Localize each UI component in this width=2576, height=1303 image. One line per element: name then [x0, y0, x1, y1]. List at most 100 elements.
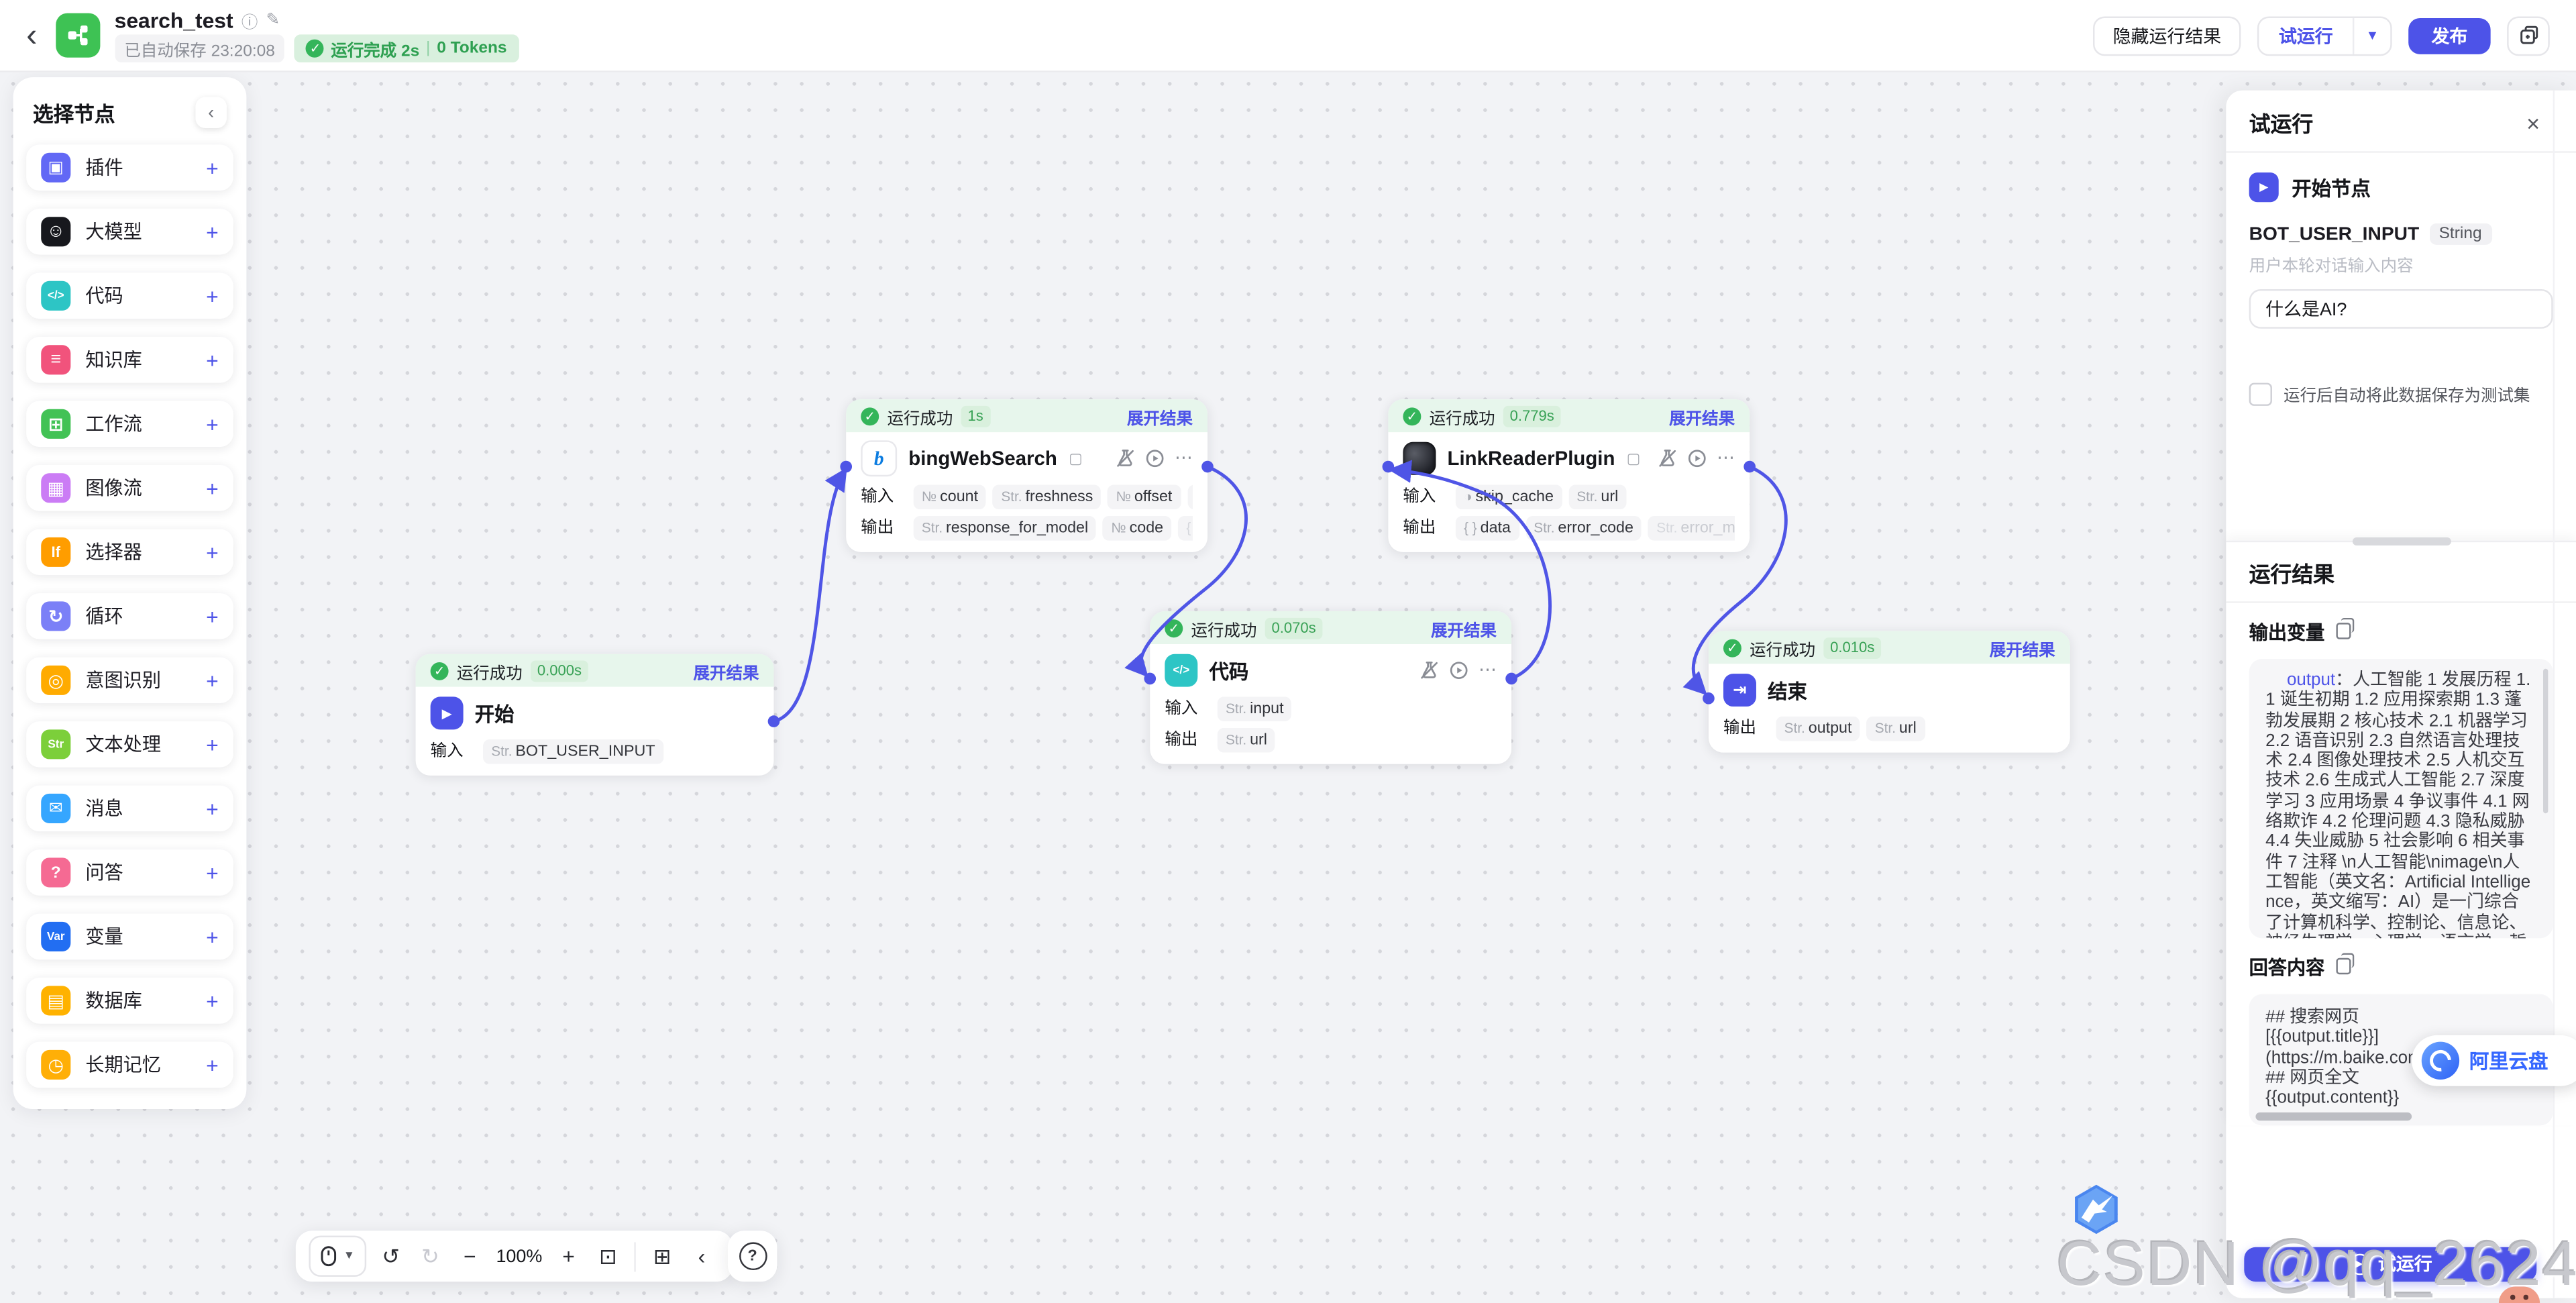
param-pill[interactable]: Str.output [1776, 716, 1860, 741]
sidebar-item-message[interactable]: ✉ 消息 + [26, 785, 233, 832]
info-icon[interactable]: ⓘ [241, 15, 258, 33]
help-button[interactable]: ? [727, 1231, 777, 1282]
add-node-icon[interactable]: + [206, 988, 219, 1013]
sidebar-item-selector[interactable]: If 选择器 + [26, 529, 233, 576]
add-node-icon[interactable]: + [206, 283, 219, 309]
add-node-icon[interactable]: + [206, 155, 219, 180]
collapse-palette-button[interactable]: ‹ [195, 97, 227, 129]
param-pill[interactable]: Str.query [1187, 484, 1193, 510]
more-actions-icon[interactable]: ⋯ [1479, 660, 1497, 680]
param-pill[interactable]: Str.error_msg [1648, 515, 1735, 541]
param-pill[interactable]: ◑skip_cache [1455, 484, 1562, 510]
horizontal-scrollbar[interactable] [2255, 1112, 2412, 1121]
mouse-mode-dropdown[interactable]: ▼ [309, 1235, 366, 1277]
thunder-app-icon[interactable] [2072, 1183, 2121, 1235]
resize-handle[interactable] [2351, 537, 2451, 546]
sidebar-item-variable[interactable]: Var 变量 + [26, 913, 233, 960]
add-node-icon[interactable]: + [206, 1052, 219, 1078]
expand-result-link[interactable]: 展开结果 [1989, 641, 2055, 660]
copy-icon[interactable] [2336, 953, 2355, 975]
node-title: bingWebSearch [908, 447, 1057, 470]
vertical-scrollbar[interactable] [2542, 668, 2548, 814]
param-pill[interactable]: Str.input [1217, 696, 1292, 722]
add-node-icon[interactable]: + [206, 860, 219, 885]
add-node-icon[interactable]: + [206, 604, 219, 629]
run-node-icon[interactable] [1449, 660, 1468, 680]
add-node-icon[interactable]: + [206, 347, 219, 372]
sidebar-item-knowledge[interactable]: ≡ 知识库 + [26, 337, 233, 383]
node-LinkReaderPlugin[interactable]: ✓ 运行成功 0.779s 展开结果 LinkReaderPlugin ▢ ⋯ … [1388, 399, 1750, 552]
zoom-out-icon[interactable]: − [463, 1243, 476, 1269]
param-pill[interactable]: Str.url [1866, 716, 1925, 741]
sidebar-item-workflow[interactable]: ⊞ 工作流 + [26, 401, 233, 448]
fit-view-icon[interactable]: ⊡ [598, 1243, 617, 1268]
run-button[interactable]: ▶ 试运行 [2244, 1246, 2537, 1281]
hide-results-button[interactable]: 隐藏运行结果 [2093, 15, 2241, 56]
layout-icon[interactable]: ⊞ [653, 1243, 672, 1268]
sidebar-item-plugin[interactable]: ▣ 插件 + [26, 144, 233, 191]
undo-icon[interactable]: ↺ [382, 1243, 400, 1268]
run-node-icon[interactable] [1687, 449, 1707, 468]
output-variable-box[interactable]: output：人工智能 1 发展历程 1.1 诞生初期 1.2 应用探索期 1.… [2249, 659, 2553, 939]
expand-result-link[interactable]: 展开结果 [1431, 621, 1497, 640]
add-node-icon[interactable]: + [206, 475, 219, 501]
more-actions-icon[interactable]: ⋯ [1717, 448, 1735, 468]
add-node-icon[interactable]: + [206, 539, 219, 565]
run-node-icon[interactable] [1145, 449, 1165, 468]
edit-icon[interactable]: ✎ [266, 11, 280, 30]
sidebar-item-intent[interactable]: ◎ 意图识别 + [26, 657, 233, 704]
copy-icon[interactable] [2336, 617, 2355, 639]
param-pill[interactable]: Str.response_for_model [913, 515, 1097, 541]
bot-user-input-field[interactable]: 什么是AI? [2249, 289, 2553, 329]
add-node-icon[interactable]: + [206, 219, 219, 244]
save-testset-checkbox[interactable] [2249, 382, 2272, 405]
add-node-icon[interactable]: + [206, 796, 219, 821]
expand-result-link[interactable]: 展开结果 [693, 664, 759, 683]
sidebar-item-database[interactable]: ▤ 数据库 + [26, 978, 233, 1024]
duplicate-icon-button[interactable] [2507, 15, 2550, 56]
redo-icon[interactable]: ↻ [421, 1243, 439, 1268]
sidebar-item-code[interactable]: </> 代码 + [26, 272, 233, 319]
more-actions-icon[interactable]: ⋯ [1175, 448, 1193, 468]
add-node-icon[interactable]: + [206, 924, 219, 949]
close-icon[interactable]: × [2526, 109, 2540, 136]
param-pill[interactable]: Str.url [1217, 727, 1276, 753]
tryrun-button[interactable]: 试运行 ▼ [2257, 15, 2392, 56]
alidrive-overlay-button[interactable]: 阿里云盘 [2412, 1035, 2576, 1086]
answer-line: ## 搜索网页 [2265, 1007, 2360, 1027]
disable-test-icon[interactable] [1658, 449, 1677, 468]
sidebar-item-imageflow[interactable]: ▦ 图像流 + [26, 465, 233, 511]
sidebar-item-qa[interactable]: ? 问答 + [26, 849, 233, 896]
param-pill[interactable]: { }data [1455, 515, 1519, 541]
param-pill[interactable]: Str.url [1568, 484, 1627, 510]
add-node-icon[interactable]: + [206, 732, 219, 757]
add-node-icon[interactable]: + [206, 668, 219, 693]
disable-test-icon[interactable] [1116, 449, 1135, 468]
param-pill[interactable]: Str.freshness [993, 484, 1102, 510]
sidebar-item-text[interactable]: Str 文本处理 + [26, 721, 233, 768]
back-icon[interactable]: ‹ [26, 17, 38, 54]
panel-scrollbar-gutter[interactable] [2553, 90, 2576, 1298]
sidebar-item-loop[interactable]: ↻ 循环 + [26, 593, 233, 639]
chevron-down-icon[interactable]: ▼ [2353, 17, 2390, 54]
disable-test-icon[interactable] [1419, 660, 1439, 680]
collapse-canvas-icon[interactable]: ‹ [698, 1243, 706, 1269]
expand-result-link[interactable]: 展开结果 [1669, 410, 1735, 428]
param-pill[interactable]: Str.error_code [1525, 515, 1642, 541]
param-pill[interactable]: Str.BOT_USER_INPUT [483, 739, 663, 764]
zoom-level[interactable]: 100% [496, 1246, 543, 1266]
add-node-icon[interactable]: + [206, 411, 219, 437]
sidebar-item-llm[interactable]: ☺ 大模型 + [26, 209, 233, 255]
publish-button[interactable]: 发布 [2408, 17, 2491, 54]
sidebar-item-memory[interactable]: ◷ 长期记忆 + [26, 1041, 233, 1088]
param-pill[interactable]: { }d [1178, 515, 1193, 541]
expand-result-link[interactable]: 展开结果 [1127, 410, 1193, 428]
zoom-in-icon[interactable]: + [562, 1243, 575, 1269]
